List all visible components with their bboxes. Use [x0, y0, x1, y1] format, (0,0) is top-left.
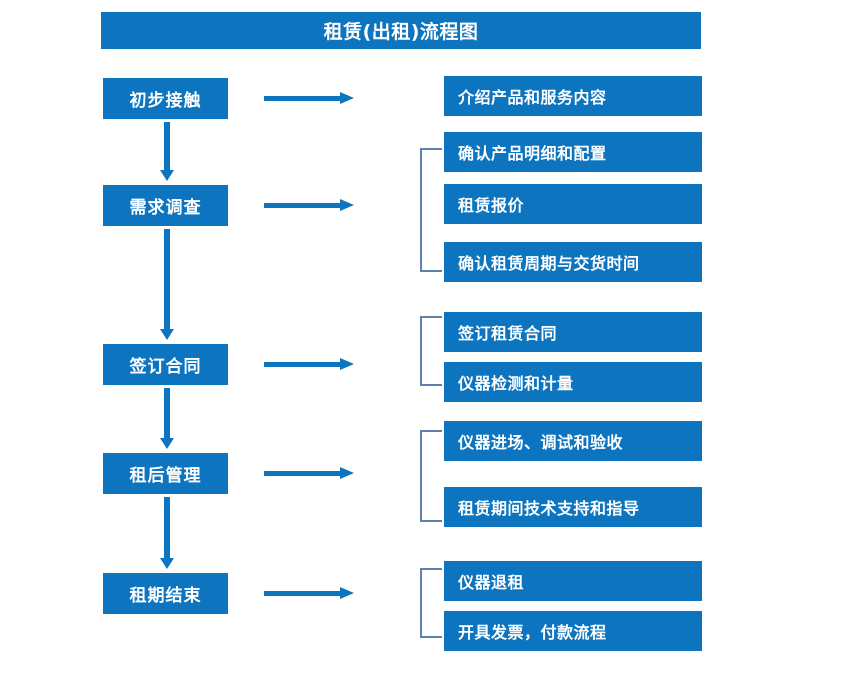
horizontal-arrow-1	[264, 90, 356, 106]
vertical-arrow-3	[159, 388, 175, 450]
detail-box-2[interactable]: 确认产品明细和配置	[444, 132, 702, 172]
horizontal-arrow-4	[264, 465, 356, 481]
detail-box-7[interactable]: 仪器进场、调试和验收	[444, 421, 702, 461]
page-title: 租赁(出租)流程图	[101, 12, 701, 49]
vertical-arrow-4	[159, 497, 175, 570]
detail-box-1[interactable]: 介绍产品和服务内容	[444, 76, 702, 116]
vertical-arrow-1	[159, 122, 175, 182]
horizontal-arrow-5	[264, 585, 356, 601]
group-bracket-4	[420, 568, 442, 638]
horizontal-arrow-3	[264, 356, 356, 372]
stage-box-5[interactable]: 租期结束	[103, 573, 228, 614]
group-bracket-1	[420, 148, 442, 272]
group-bracket-3	[420, 430, 442, 522]
detail-box-4[interactable]: 确认租赁周期与交货时间	[444, 242, 702, 282]
stage-box-4[interactable]: 租后管理	[103, 453, 228, 494]
group-bracket-2	[420, 316, 442, 386]
detail-box-10[interactable]: 开具发票，付款流程	[444, 611, 702, 651]
detail-box-3[interactable]: 租赁报价	[444, 184, 702, 224]
detail-box-9[interactable]: 仪器退租	[444, 561, 702, 601]
stage-box-1[interactable]: 初步接触	[103, 78, 228, 119]
detail-box-6[interactable]: 仪器检测和计量	[444, 362, 702, 402]
detail-box-5[interactable]: 签订租赁合同	[444, 312, 702, 352]
stage-box-3[interactable]: 签订合同	[103, 344, 228, 385]
vertical-arrow-2	[159, 229, 175, 341]
stage-box-2[interactable]: 需求调查	[103, 185, 228, 226]
horizontal-arrow-2	[264, 197, 356, 213]
detail-box-8[interactable]: 租赁期间技术支持和指导	[444, 487, 702, 527]
